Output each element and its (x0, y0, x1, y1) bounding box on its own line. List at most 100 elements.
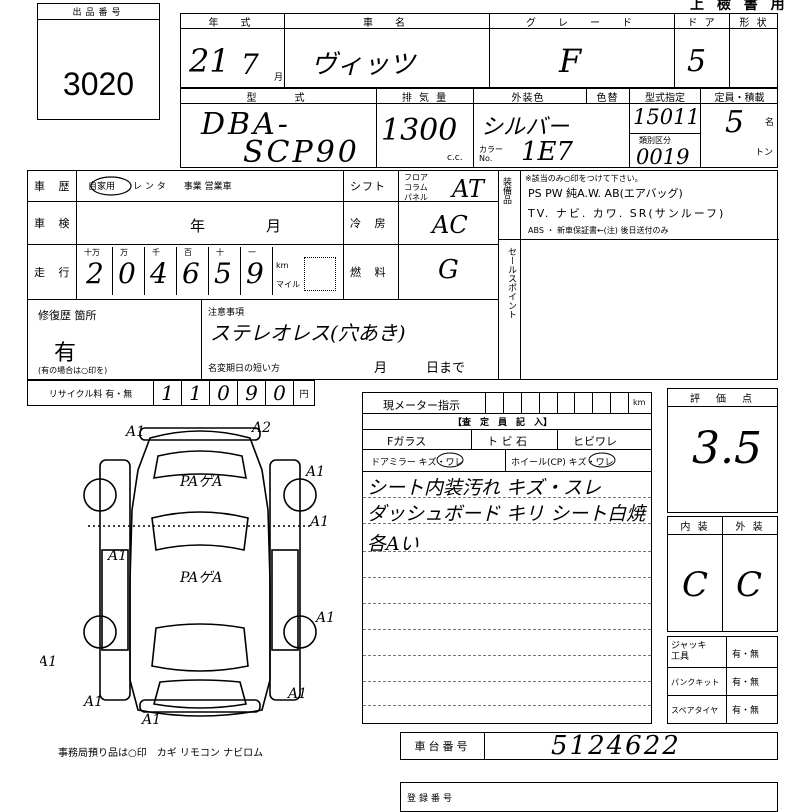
tool-value-0: 有・無 (732, 650, 760, 660)
mirror-label: ドアミラー キズ・ワレ (371, 458, 464, 468)
lot-box: 出品番号 3020 (37, 3, 160, 120)
mileage-unit-5: 一 (248, 248, 256, 257)
car-diagram: A1 A2 A1 A1 A1 A1 A1 A1 A1 A1 PAゲA PAゲA (40, 420, 335, 728)
shift-label: シフト (350, 180, 386, 193)
int-ext-box: 内 装 外 装 C C (667, 516, 778, 632)
chassis-row: 車台番号 5124622 (400, 731, 778, 761)
lot-label: 出品番号 (38, 4, 159, 20)
namechange-day: 日まで (426, 361, 466, 376)
color-value: シルバー (481, 115, 570, 140)
namechange-label: 名変期日の短い方 (208, 364, 281, 374)
damage-mark-4: A1 (106, 548, 127, 564)
grade-header: グ レ ー ド (526, 17, 638, 29)
carname-header: 車 名 (363, 17, 411, 29)
wheel-label: ホイール(CP) キズ・ワレ (511, 458, 614, 468)
mileage-digit-5: 9 (246, 257, 264, 290)
type-value: 15011 (633, 105, 700, 129)
damage-mark-3: A1 (308, 514, 329, 530)
cc-unit: c.c. (447, 153, 463, 163)
inspector-label: 【査 定 員 記 入】 (453, 418, 553, 428)
equip-line0: ※該当のみ○印をつけて下さい。 (525, 174, 643, 183)
inspection-month: 月 (266, 217, 282, 235)
class-value: 0019 (636, 145, 690, 169)
model-line1: DBA- (201, 107, 291, 142)
mileage-unit-2: 千 (152, 248, 160, 257)
door-header: ド ア (687, 17, 717, 29)
repair-note: (有の場合は○印を) (38, 366, 108, 375)
year-header: 年 式 (208, 17, 257, 29)
inspection-label: 車 検 (34, 216, 75, 230)
model-header: 型 式 (246, 92, 311, 104)
inspector-box: 現メーター指示 km 【査 定 員 記 入】 Fガラス ト ビ 石 ヒビワレ ド… (362, 392, 652, 724)
capacity-value: 5 (725, 105, 745, 140)
chassis-label: 車台番号 (401, 733, 485, 759)
month-value: 7 (241, 48, 259, 81)
mile-box (304, 257, 336, 291)
usage-label: 車 歴 (34, 180, 75, 193)
model-line2: SCP90 (243, 135, 360, 170)
color-header: 外装色 (511, 92, 545, 104)
bottom-box-label: 登録番号 (407, 794, 456, 804)
score-label: 評 価 点 (668, 389, 777, 407)
mileage-km: km (276, 261, 289, 270)
equip-line1: PS PW 純A.W. AB(エアバッグ) (528, 187, 683, 200)
damage-mark-1: A2 (250, 420, 271, 436)
inspector-note-3: 各Aい (367, 533, 419, 555)
capacity-header: 定員・積載 (714, 92, 765, 104)
cc-header: 排 気 量 (401, 92, 449, 104)
chassis-value: 5124622 (551, 731, 681, 761)
mileage-unit-3: 百 (184, 248, 192, 257)
mileage-digits: 十万 万 千 百 十 一 2 0 4 6 5 9 (80, 247, 273, 297)
wheel-circle (588, 452, 616, 468)
score-box: 評 価 点 3.5 (667, 388, 778, 513)
recycle-digit-3: 9 (238, 381, 266, 405)
damage-mark-0: A1 (124, 424, 145, 440)
shift-opt1: フロア (404, 173, 428, 182)
equip-line2: TV. ナビ. カワ. SR(サンルーフ) (528, 207, 726, 220)
mileage-unit-4: 十 (216, 248, 224, 257)
usage-circle (90, 176, 132, 196)
meter-label: 現メーター指示 (383, 399, 460, 412)
carname-value: ヴィッツ (311, 50, 416, 80)
interior-label: 内 装 (668, 517, 722, 535)
year-value: 21 (189, 42, 230, 80)
recycle-digit-1: 1 (182, 381, 210, 405)
mileage-digit-2: 4 (150, 257, 168, 290)
recycle-row: リサイクル料 有・無 1 1 0 9 0 円 (27, 380, 315, 406)
mileage-mile: マイル (276, 280, 300, 289)
tool-value-1: 有・無 (732, 678, 760, 688)
header-right: 上 檢 書 用 (690, 0, 789, 13)
row1: 年 式 車 名 グ レ ー ド ド ア 形 状 21 7 月 ヴィッツ F 5 (180, 13, 778, 88)
recycle-digit-2: 0 (210, 381, 238, 405)
colorchange-header: 色替 (586, 89, 628, 104)
damage-mark-7: A1 (82, 694, 103, 710)
scratch-label: ト ビ 石 (487, 435, 527, 448)
doors-value: 5 (687, 44, 707, 79)
namechange-month: 月 (374, 361, 388, 376)
diagram-note-1: PAゲA (179, 474, 222, 490)
score-value: 3.5 (692, 423, 762, 474)
mileage-unit-0: 十万 (84, 248, 100, 257)
diagram-note-2: PAゲA (179, 570, 222, 586)
mileage-digit-1: 0 (118, 257, 136, 290)
mileage-unit-1: 万 (120, 248, 128, 257)
inspector-note-1: シート内装汚れ キズ・スレ (367, 477, 602, 499)
crack-label: ヒビワレ (573, 435, 617, 448)
equip-label: 装備品 (501, 177, 511, 204)
notes-label: 注意事項 (208, 308, 245, 318)
glass-label: Fガラス (387, 435, 427, 448)
damage-mark-9: A1 (140, 712, 161, 728)
equip-line3: ABS ・ 新車保証書←(注) 後日送付のみ (528, 226, 669, 235)
exterior-value: C (736, 565, 763, 605)
recycle-yen: 円 (299, 389, 309, 400)
interior-value: C (682, 565, 709, 605)
tool-label-0: ジャッキ工具 (671, 641, 707, 662)
fuel-value: G (438, 255, 459, 285)
type-header: 型式指定 (645, 92, 685, 104)
recycle-label: リサイクル料 有・無 (28, 381, 154, 405)
spec-grid: 車 歴 自家用 レ ン タ 事業 営業車 シフト フロア コラム パネル AT … (27, 170, 779, 380)
tool-label-2: スペアタイヤ (671, 706, 719, 715)
shape-header: 形 状 (739, 17, 769, 29)
grade-value: F (559, 42, 582, 80)
bottom-box: 登録番号 (400, 782, 778, 812)
